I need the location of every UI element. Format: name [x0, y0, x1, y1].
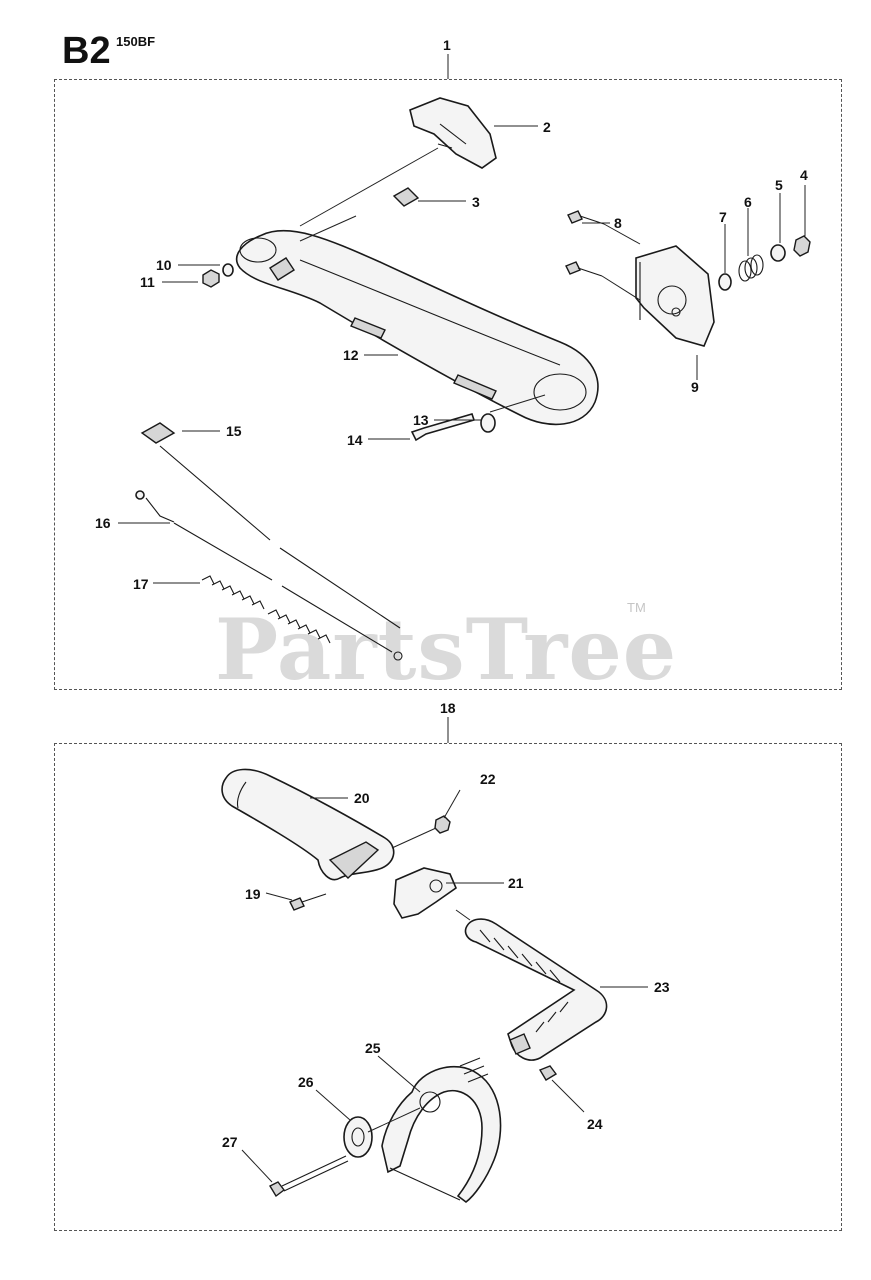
callout-23: 23 [654, 979, 670, 995]
callout-13: 13 [413, 412, 429, 428]
assembly-panel-lower [54, 743, 842, 1231]
callout-4: 4 [800, 167, 808, 183]
callout-27: 27 [222, 1134, 238, 1150]
model-number: 150BF [116, 34, 156, 49]
callout-8: 8 [614, 215, 622, 231]
assembly-panel-upper [54, 79, 842, 690]
callout-21: 21 [508, 875, 524, 891]
callout-7: 7 [719, 209, 727, 225]
callout-26: 26 [298, 1074, 314, 1090]
callout-18: 18 [440, 700, 456, 716]
callout-20: 20 [354, 790, 370, 806]
callout-24: 24 [587, 1116, 603, 1132]
callout-25: 25 [365, 1040, 381, 1056]
callout-19: 19 [245, 886, 261, 902]
callout-5: 5 [775, 177, 783, 193]
callout-2: 2 [543, 119, 551, 135]
callout-12: 12 [343, 347, 359, 363]
callout-16: 16 [95, 515, 111, 531]
watermark-trademark: TM [627, 600, 646, 615]
section-title: B2 [62, 30, 111, 72]
watermark-logo: PartsTree [215, 600, 678, 699]
callout-1: 1 [443, 37, 451, 53]
callout-17: 17 [133, 576, 149, 592]
callout-6: 6 [744, 194, 752, 210]
callout-3: 3 [472, 194, 480, 210]
callout-22: 22 [480, 771, 496, 787]
callout-9: 9 [691, 379, 699, 395]
callout-14: 14 [347, 432, 363, 448]
callout-10: 10 [156, 257, 172, 273]
callout-15: 15 [226, 423, 242, 439]
callout-11: 11 [140, 274, 155, 290]
